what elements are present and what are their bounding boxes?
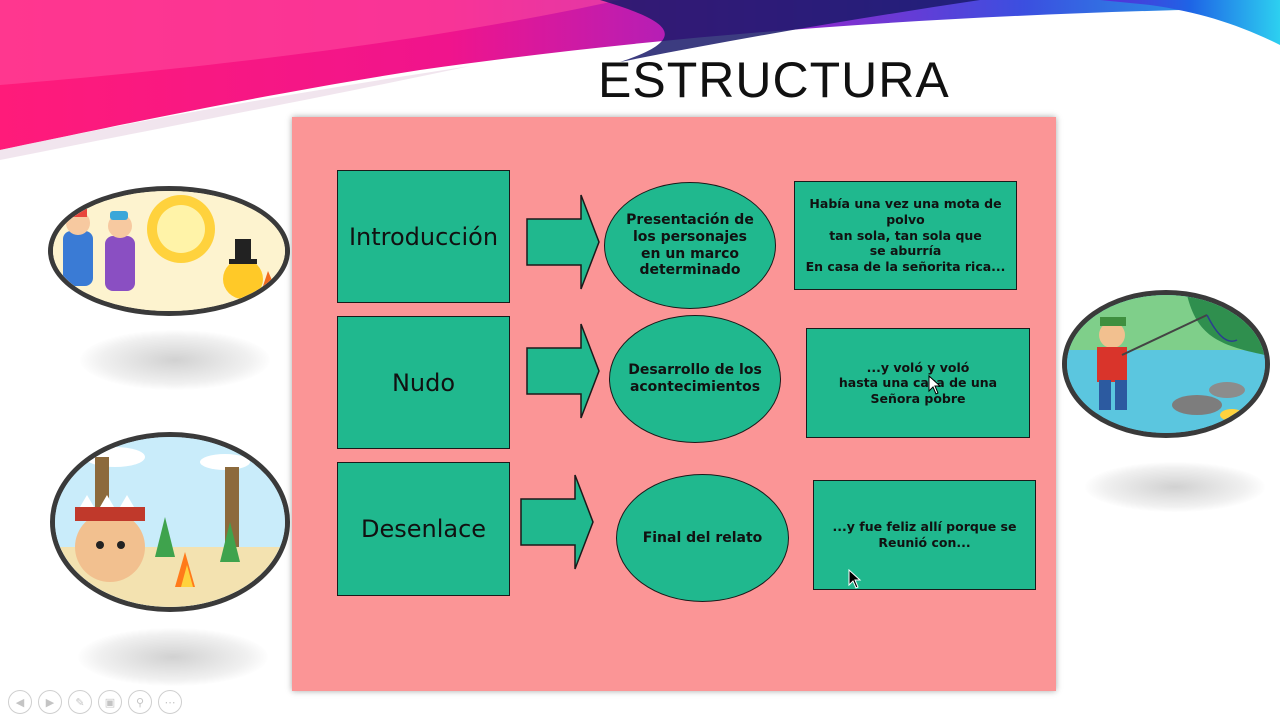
row-label: Nudo xyxy=(391,368,456,397)
right-arrow-icon xyxy=(526,323,600,419)
presentation-toolbar: ◀ ▶ ✎ ▣ ⚲ ⋯ xyxy=(8,690,182,714)
example-box: Había una vez una mota de polvo tan sola… xyxy=(794,181,1017,290)
row-label: Introducción xyxy=(348,222,499,251)
description-text: Presentación de los personajes en un mar… xyxy=(626,211,754,279)
example-text: ...y fue feliz allí porque se Reunió con… xyxy=(832,519,1017,550)
native-child-campfire-illustration xyxy=(50,432,290,612)
example-text: ...y voló y voló hasta una casa de una S… xyxy=(838,359,998,406)
row-label: Desenlace xyxy=(360,515,487,543)
image-shadow xyxy=(80,330,270,390)
example-text: Había una vez una mota de polvo tan sola… xyxy=(805,196,1006,274)
decorative-swoosh xyxy=(0,0,1280,160)
boy-fishing-river-illustration xyxy=(1062,290,1270,438)
description-ellipse: Final del relato xyxy=(616,474,789,602)
pen-icon[interactable]: ✎ xyxy=(68,690,92,714)
description-text: Final del relato xyxy=(642,529,763,546)
row-label-box-nudo: Nudo xyxy=(337,316,510,449)
description-text: Desarrollo de los acontecimientos xyxy=(628,362,762,395)
slides-icon[interactable]: ▣ xyxy=(98,690,122,714)
structure-diagram-panel: Introducción Presentación de los persona… xyxy=(292,117,1056,691)
slide-title: ESTRUCTURA xyxy=(598,52,950,108)
next-icon[interactable]: ▶ xyxy=(38,690,62,714)
description-ellipse: Presentación de los personajes en un mar… xyxy=(604,182,776,309)
example-box: ...y fue feliz allí porque se Reunió con… xyxy=(813,480,1036,590)
children-winter-sun-illustration xyxy=(48,186,290,316)
previous-icon[interactable]: ◀ xyxy=(8,690,32,714)
right-arrow-icon xyxy=(526,194,600,290)
mouse-pointer-icon xyxy=(848,569,862,589)
image-shadow xyxy=(1085,462,1265,512)
zoom-icon[interactable]: ⚲ xyxy=(128,690,152,714)
more-icon[interactable]: ⋯ xyxy=(158,690,182,714)
mouse-pointer-icon xyxy=(928,375,942,395)
row-label-box-desenlace: Desenlace xyxy=(337,462,510,596)
example-box: ...y voló y voló hasta una casa de una S… xyxy=(806,328,1030,438)
row-label-box-introduccion: Introducción xyxy=(337,170,510,303)
image-shadow xyxy=(78,628,268,686)
description-ellipse: Desarrollo de los acontecimientos xyxy=(609,315,781,443)
right-arrow-icon xyxy=(520,474,594,570)
